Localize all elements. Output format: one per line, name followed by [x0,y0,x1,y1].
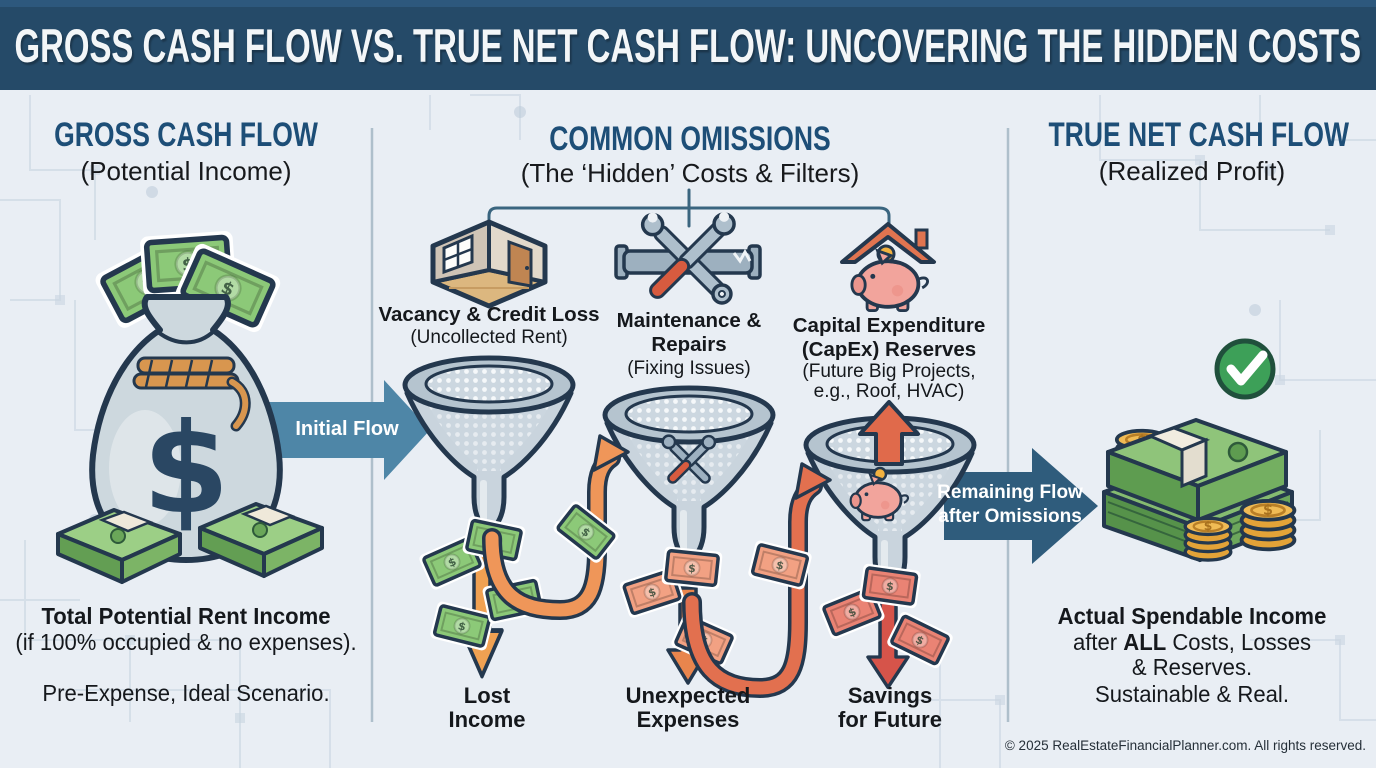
savings-for-future-label-line1: Savings [847,683,933,708]
right-caption-line3: & Reserves. [1131,654,1253,680]
vacancy-label: Vacancy & Credit Loss [378,303,600,326]
left-caption-line3: Pre-Expense, Ideal Scenario. [42,680,330,706]
true-net-cash-flow-title: TRUE NET CASH FLOW [1048,116,1350,154]
curved-arrow-1 [482,434,630,621]
left-caption-line2: (if 100% occupied & no expenses). [15,629,357,655]
initial-flow-label: Initial Flow [295,418,399,440]
remaining-flow-label-line2: after Omissions [938,506,1082,527]
empty-room-icon [430,219,548,309]
page-title: GROSS CASH FLOW VS. TRUE NET CASH FLOW: … [14,18,1362,72]
remaining-flow-arrow [944,448,1098,564]
copyright-notice: © 2025 RealEstateFinancialPlanner.com. A… [1004,738,1366,753]
mini-tools-icon [661,434,717,484]
initial-flow-arrow [256,380,430,480]
common-omissions-title: COMMON OMISSIONS [549,120,831,158]
unexpected-expenses-label-line2: Expenses [636,707,740,732]
right-caption-line2-post: Costs, Losses [1166,629,1312,655]
right-caption-line1: Actual Spendable Income [1057,603,1327,629]
unexpected-expenses-label-line1: Unexpected [625,683,751,708]
gross-cash-flow-subtitle: (Potential Income) [80,156,292,186]
right-caption-line4: Sustainable & Real. [1095,681,1289,707]
capex-sublabel-line1: (Future Big Projects, [802,361,976,382]
cash-pile-icon [1102,338,1297,562]
maintenance-label-line1: Maintenance & [616,309,762,332]
true-net-cash-flow-subtitle: (Realized Profit) [1098,156,1286,186]
check-icon [1214,338,1276,400]
vacancy-sublabel: (Uncollected Rent) [410,327,568,348]
capex-label-line1: Capital Expenditure [792,314,986,337]
remaining-flow-label-line1: Remaining Flow [937,482,1083,503]
common-omissions-subtitle: (The ‘Hidden’ Costs & Filters) [520,158,860,188]
savings-for-future-label-line2: for Future [838,707,942,732]
maintenance-sublabel: (Fixing Issues) [627,358,751,379]
curved-arrow-2 [682,462,832,699]
left-caption-line1: Total Potential Rent Income [41,603,331,629]
piggy-bank-roof-icon [840,222,936,313]
bill-stack-right [198,502,324,578]
right-caption-line2-pre: after [1072,629,1124,655]
funnel-capex [806,400,974,690]
lost-income-label-line2: Income [448,707,526,732]
right-caption-line2: after ALL Costs, Losses [1015,629,1368,656]
bill-stack-left [56,508,182,584]
capex-sublabel-line2: e.g., Roof, HVAC) [813,381,965,402]
money-bag-icon: $ [56,230,324,584]
funnel-vacancy [405,358,573,676]
header-bar: GROSS CASH FLOW VS. TRUE NET CASH FLOW: … [0,0,1376,90]
maintenance-label-line2: Repairs [651,333,727,356]
lost-income-label-line1: Lost [463,683,511,708]
right-caption-line2-bold: ALL [1123,629,1167,655]
gross-cash-flow-title: GROSS CASH FLOW [54,116,318,154]
funnel-maintenance [605,388,773,685]
capex-label-line2: (CapEx) Reserves [801,338,977,361]
tools-icon [614,211,762,305]
svg-text:$: $ [143,397,230,542]
capex-up-arrow [858,400,920,466]
bracket-connector [487,188,891,228]
